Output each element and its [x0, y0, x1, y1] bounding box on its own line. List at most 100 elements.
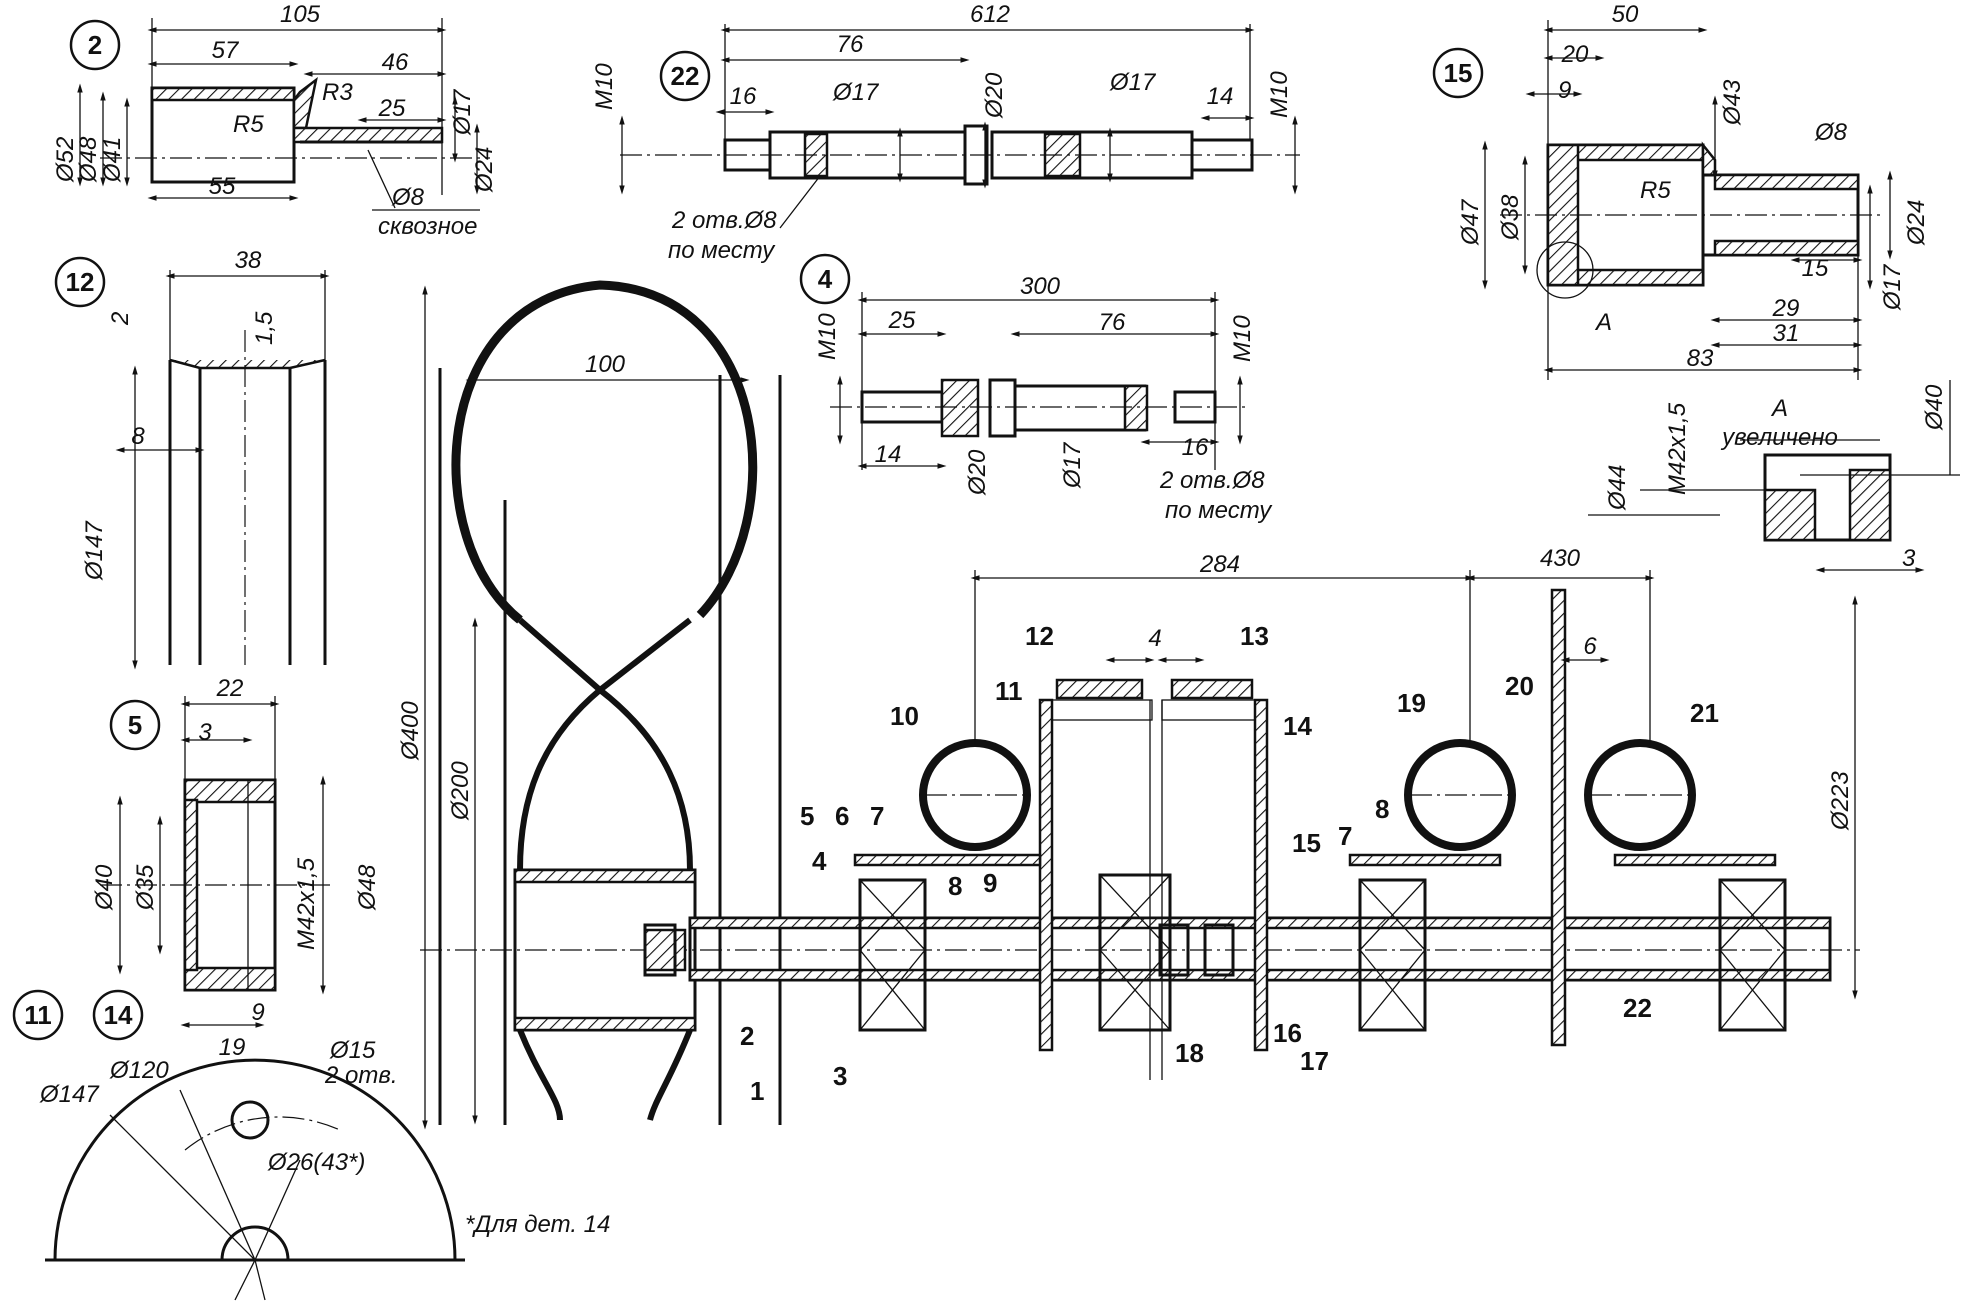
dim-d48: Ø48: [75, 136, 102, 183]
dim-430: 430: [1540, 545, 1581, 572]
dim-d8: Ø8: [391, 184, 425, 211]
assembly-label-1: 1: [750, 1076, 764, 1106]
dim-76: 76: [1099, 309, 1126, 336]
dim-d17: Ø17: [1879, 263, 1906, 311]
callout-12: 12: [66, 267, 95, 297]
dim-46: 46: [382, 49, 409, 76]
assembly-label-3: 3: [833, 1061, 847, 1091]
dim-2: 2: [107, 312, 134, 326]
dim-38: 38: [235, 247, 262, 274]
label-a: A: [1594, 309, 1612, 336]
note-in-place: по месту: [668, 237, 776, 264]
part-5-drawing: 5 22 3 Ø40 Ø35 M42x1,5 Ø48 9 19: [91, 675, 381, 1061]
dim-22: 22: [216, 675, 244, 702]
assembly-drawing: Ø400 100 Ø200 284 430 4 6 Ø223 1 2 3 4 5…: [397, 280, 1860, 1130]
part-11-14-drawing: 11 14 Ø15 2 отв. Ø120 Ø147 Ø26(43*) *Для…: [12, 989, 610, 1301]
dim-d147: Ø147: [81, 520, 108, 581]
dim-1-5: 1,5: [251, 311, 278, 345]
assembly-label-11: 11: [995, 676, 1023, 706]
dim-55: 55: [209, 173, 236, 200]
assembly-label-20: 20: [1505, 671, 1534, 701]
assembly-label-5: 5: [800, 801, 814, 831]
assembly-label-7b: 7: [1338, 821, 1352, 851]
part-22-drawing: 22 612 76 M10 16 Ø17 Ø20 Ø17 14 M10 2 от…: [591, 1, 1300, 264]
dim-25: 25: [888, 307, 916, 334]
callout-15: 15: [1444, 58, 1473, 88]
callout-14: 14: [104, 1000, 133, 1030]
assembly-label-8b: 8: [1375, 794, 1389, 824]
dim-d24: Ø24: [1903, 200, 1930, 246]
dim-14: 14: [875, 441, 902, 468]
dim-d17-left: Ø17: [832, 79, 880, 106]
dim-d40: Ø40: [91, 864, 118, 911]
dim-100: 100: [585, 351, 626, 378]
callout-5: 5: [128, 710, 142, 740]
dim-d120: Ø120: [109, 1057, 169, 1084]
footnote: *Для дет. 14: [465, 1211, 610, 1238]
detail-a-drawing: Ø40 A увеличено M42x1,5 Ø44 3: [1588, 380, 1960, 573]
note-two-holes: 2 отв.: [324, 1062, 398, 1089]
dim-d15: Ø15: [329, 1037, 376, 1064]
dim-4: 4: [1148, 625, 1161, 652]
dim-r5: R5: [1640, 177, 1671, 204]
dim-3: 3: [1902, 545, 1916, 572]
dim-29: 29: [1772, 295, 1800, 322]
dim-d48: Ø48: [354, 864, 381, 911]
part-12-drawing: 12 38 2 1,5 8 Ø147: [54, 247, 330, 670]
assembly-label-9: 9: [983, 868, 997, 898]
callout-11: 11: [24, 1000, 52, 1030]
assembly-label-13: 13: [1240, 621, 1269, 651]
dim-d52: Ø52: [52, 137, 79, 183]
assembly-label-14: 14: [1283, 711, 1312, 741]
assembly-label-2: 2: [740, 1021, 754, 1051]
assembly-label-21: 21: [1690, 698, 1719, 728]
assembly-label-4: 4: [812, 846, 827, 876]
dim-25: 25: [378, 95, 406, 122]
assembly-label-17: 17: [1300, 1046, 1329, 1076]
assembly-label-8: 8: [948, 871, 962, 901]
dim-d35: Ø35: [132, 864, 159, 911]
dim-d24: Ø24: [471, 147, 498, 193]
dim-d40: Ø40: [1921, 384, 1948, 431]
dim-31: 31: [1773, 320, 1800, 347]
label-a-detail: A: [1770, 395, 1788, 422]
dim-9: 9: [1558, 77, 1571, 104]
dim-d200: Ø200: [447, 761, 474, 821]
assembly-label-10: 10: [890, 701, 919, 731]
dim-16: 16: [1182, 434, 1209, 461]
bearing-right: [1718, 878, 1787, 1032]
note-holes: 2 отв.Ø8: [1159, 467, 1265, 494]
dim-612: 612: [970, 1, 1010, 28]
dim-d17: Ø17: [449, 88, 476, 136]
dim-d8: Ø8: [1814, 119, 1848, 146]
dim-d38: Ø38: [1497, 194, 1524, 241]
callout-4: 4: [818, 264, 833, 294]
dim-57: 57: [212, 37, 240, 64]
dim-d41: Ø41: [99, 137, 126, 183]
bearing-5: [858, 878, 927, 1032]
dim-6: 6: [1583, 633, 1597, 660]
dim-284: 284: [1199, 551, 1240, 578]
dim-m42: M42x1,5: [293, 857, 320, 950]
dim-d147: Ø147: [39, 1081, 100, 1108]
dim-76: 76: [837, 31, 864, 58]
part-2-drawing: 2 105 57 46 R3 R5 25 Ø52 Ø48 Ø41 55 Ø17: [52, 1, 498, 240]
note-holes: 2 отв.Ø8: [671, 207, 777, 234]
dim-m10-left: M10: [814, 313, 841, 360]
dim-m10-right: M10: [1266, 71, 1293, 118]
dim-83: 83: [1687, 345, 1714, 372]
dim-d17-right: Ø17: [1109, 69, 1157, 96]
assembly-label-19: 19: [1397, 688, 1426, 718]
dim-d26: Ø26(43*): [267, 1149, 365, 1176]
dim-19: 19: [219, 1034, 246, 1061]
assembly-label-6: 6: [835, 801, 849, 831]
note-through: сквозное: [378, 213, 477, 240]
dim-d17: Ø17: [1059, 441, 1086, 489]
assembly-label-22: 22: [1623, 993, 1652, 1023]
dim-d400: Ø400: [397, 701, 424, 761]
dim-r3: R3: [322, 79, 353, 106]
bearing-7: [1358, 878, 1427, 1032]
dim-d223: Ø223: [1827, 771, 1854, 831]
dim-m42: M42x1,5: [1664, 402, 1691, 495]
